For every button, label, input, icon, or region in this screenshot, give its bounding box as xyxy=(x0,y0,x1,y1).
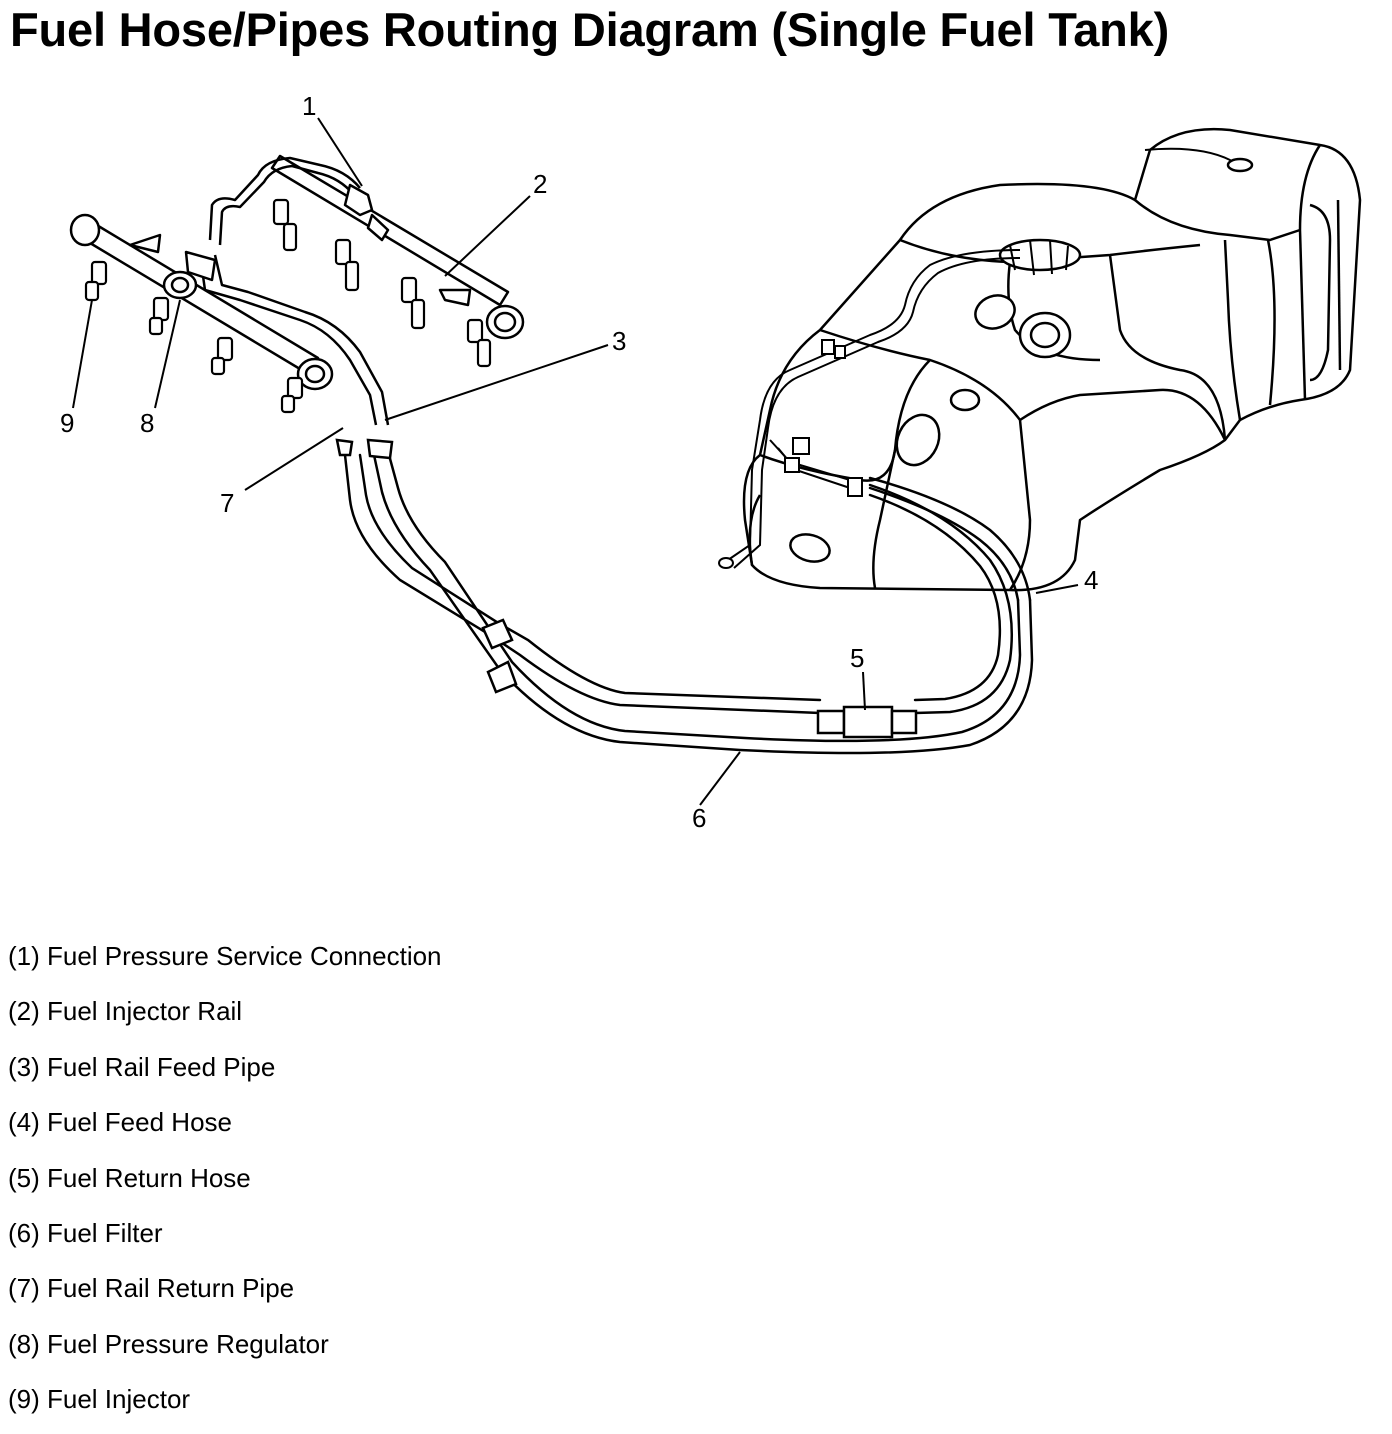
callout-9: 9 xyxy=(60,408,74,438)
callout-5: 5 xyxy=(850,643,864,673)
legend-item: (3) Fuel Rail Feed Pipe xyxy=(8,1051,276,1082)
fuel-tank xyxy=(742,127,1362,592)
callout-1: 1 xyxy=(302,91,316,121)
page-title: Fuel Hose/Pipes Routing Diagram (Single … xyxy=(10,3,1170,56)
fuel-injectors xyxy=(84,198,492,414)
callout-4: 4 xyxy=(1084,565,1098,595)
fuel-routing-diagram: 1 2 3 4 5 6 7 8 9 xyxy=(60,91,1362,833)
fuel-pipes xyxy=(335,438,1034,755)
legend-item: (9) Fuel Injector xyxy=(8,1384,191,1415)
fuel-filter xyxy=(816,705,918,739)
callout-6: 6 xyxy=(692,803,706,833)
parts-legend: (1) Fuel Pressure Service Connection (2)… xyxy=(8,935,442,1434)
legend-item: (5) Fuel Return Hose xyxy=(8,1162,251,1193)
legend-item: (7) Fuel Rail Return Pipe xyxy=(8,1273,295,1304)
callout-3: 3 xyxy=(612,326,626,356)
legend-item: (8) Fuel Pressure Regulator xyxy=(8,1328,329,1359)
tank-top-lines xyxy=(718,249,1021,569)
callout-2: 2 xyxy=(533,169,547,199)
legend-item: (1) Fuel Pressure Service Connection xyxy=(8,941,442,971)
leader-lines xyxy=(72,117,1079,806)
callout-8: 8 xyxy=(140,408,154,438)
legend-item: (4) Fuel Feed Hose xyxy=(8,1107,232,1138)
fuel-injector-rail xyxy=(69,154,525,426)
legend-item: (6) Fuel Filter xyxy=(8,1217,163,1248)
callout-7: 7 xyxy=(220,488,234,518)
legend-item: (2) Fuel Injector Rail xyxy=(8,996,243,1027)
